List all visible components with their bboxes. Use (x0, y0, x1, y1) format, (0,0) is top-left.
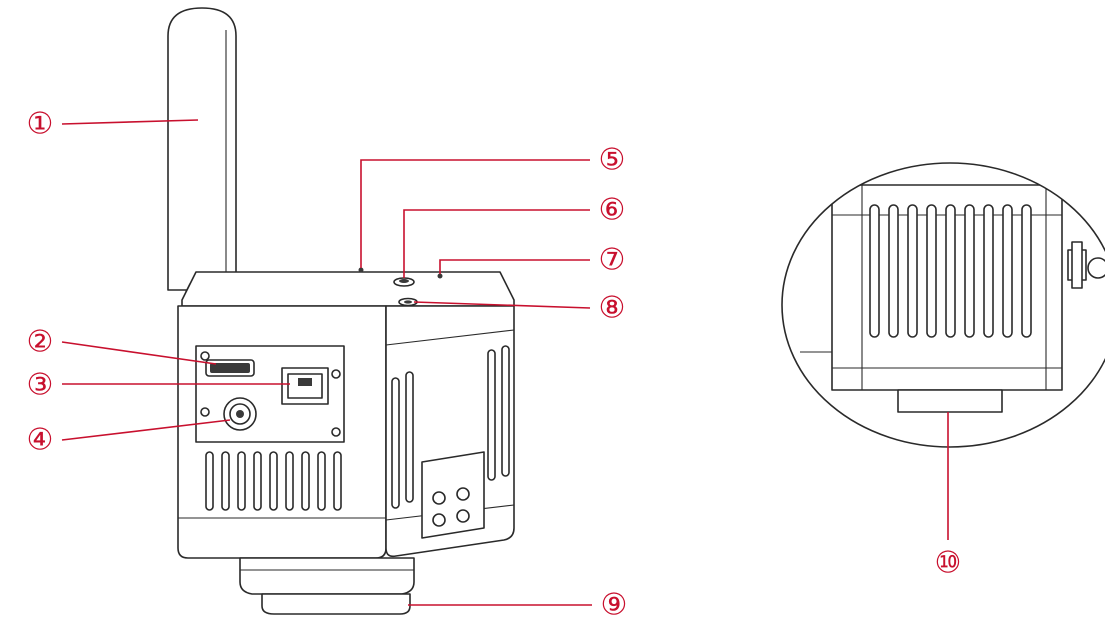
lens-mount (239, 557, 415, 615)
top-indicator-dot-5 (358, 267, 364, 273)
leader-lines (61, 119, 949, 606)
callout-3: ③ (27, 368, 54, 403)
detail-lens-mount (897, 389, 1003, 413)
camera-illustration (167, 7, 515, 615)
front-vent-slots (205, 451, 342, 511)
hdmi-port (205, 359, 255, 377)
detail-side-connector (1067, 241, 1105, 289)
top-indicator-dot-7 (437, 273, 443, 279)
side-vent-slots (391, 345, 510, 509)
leader-2 (61, 341, 217, 365)
callout-2: ② (27, 325, 54, 360)
callout-10: ⑩ (935, 546, 962, 581)
ethernet-port (281, 367, 329, 405)
leader-7 (439, 259, 590, 274)
camera-top-face (181, 271, 515, 307)
leader-4 (61, 419, 231, 441)
callout-5: ⑤ (599, 143, 626, 178)
callout-9: ⑨ (601, 588, 628, 619)
detail-view (781, 162, 1105, 448)
leader-6 (403, 209, 590, 278)
callout-1: ① (27, 107, 54, 142)
detail-circle-outline (781, 162, 1105, 448)
detail-vent-slots (869, 204, 1032, 338)
callout-7: ⑦ (599, 243, 626, 278)
callout-4: ④ (27, 423, 54, 458)
callout-6: ⑥ (599, 193, 626, 228)
callout-numbers: ① ② ③ ④ ⑤ ⑥ ⑦ ⑧ ⑨ ⑩ (27, 107, 962, 619)
leader-5 (360, 159, 590, 268)
side-connector-panel (421, 451, 485, 539)
leader-1 (61, 119, 199, 125)
callout-8: ⑧ (599, 291, 626, 326)
leader-8 (413, 301, 591, 309)
antenna (167, 7, 237, 293)
power-jack (223, 397, 257, 431)
